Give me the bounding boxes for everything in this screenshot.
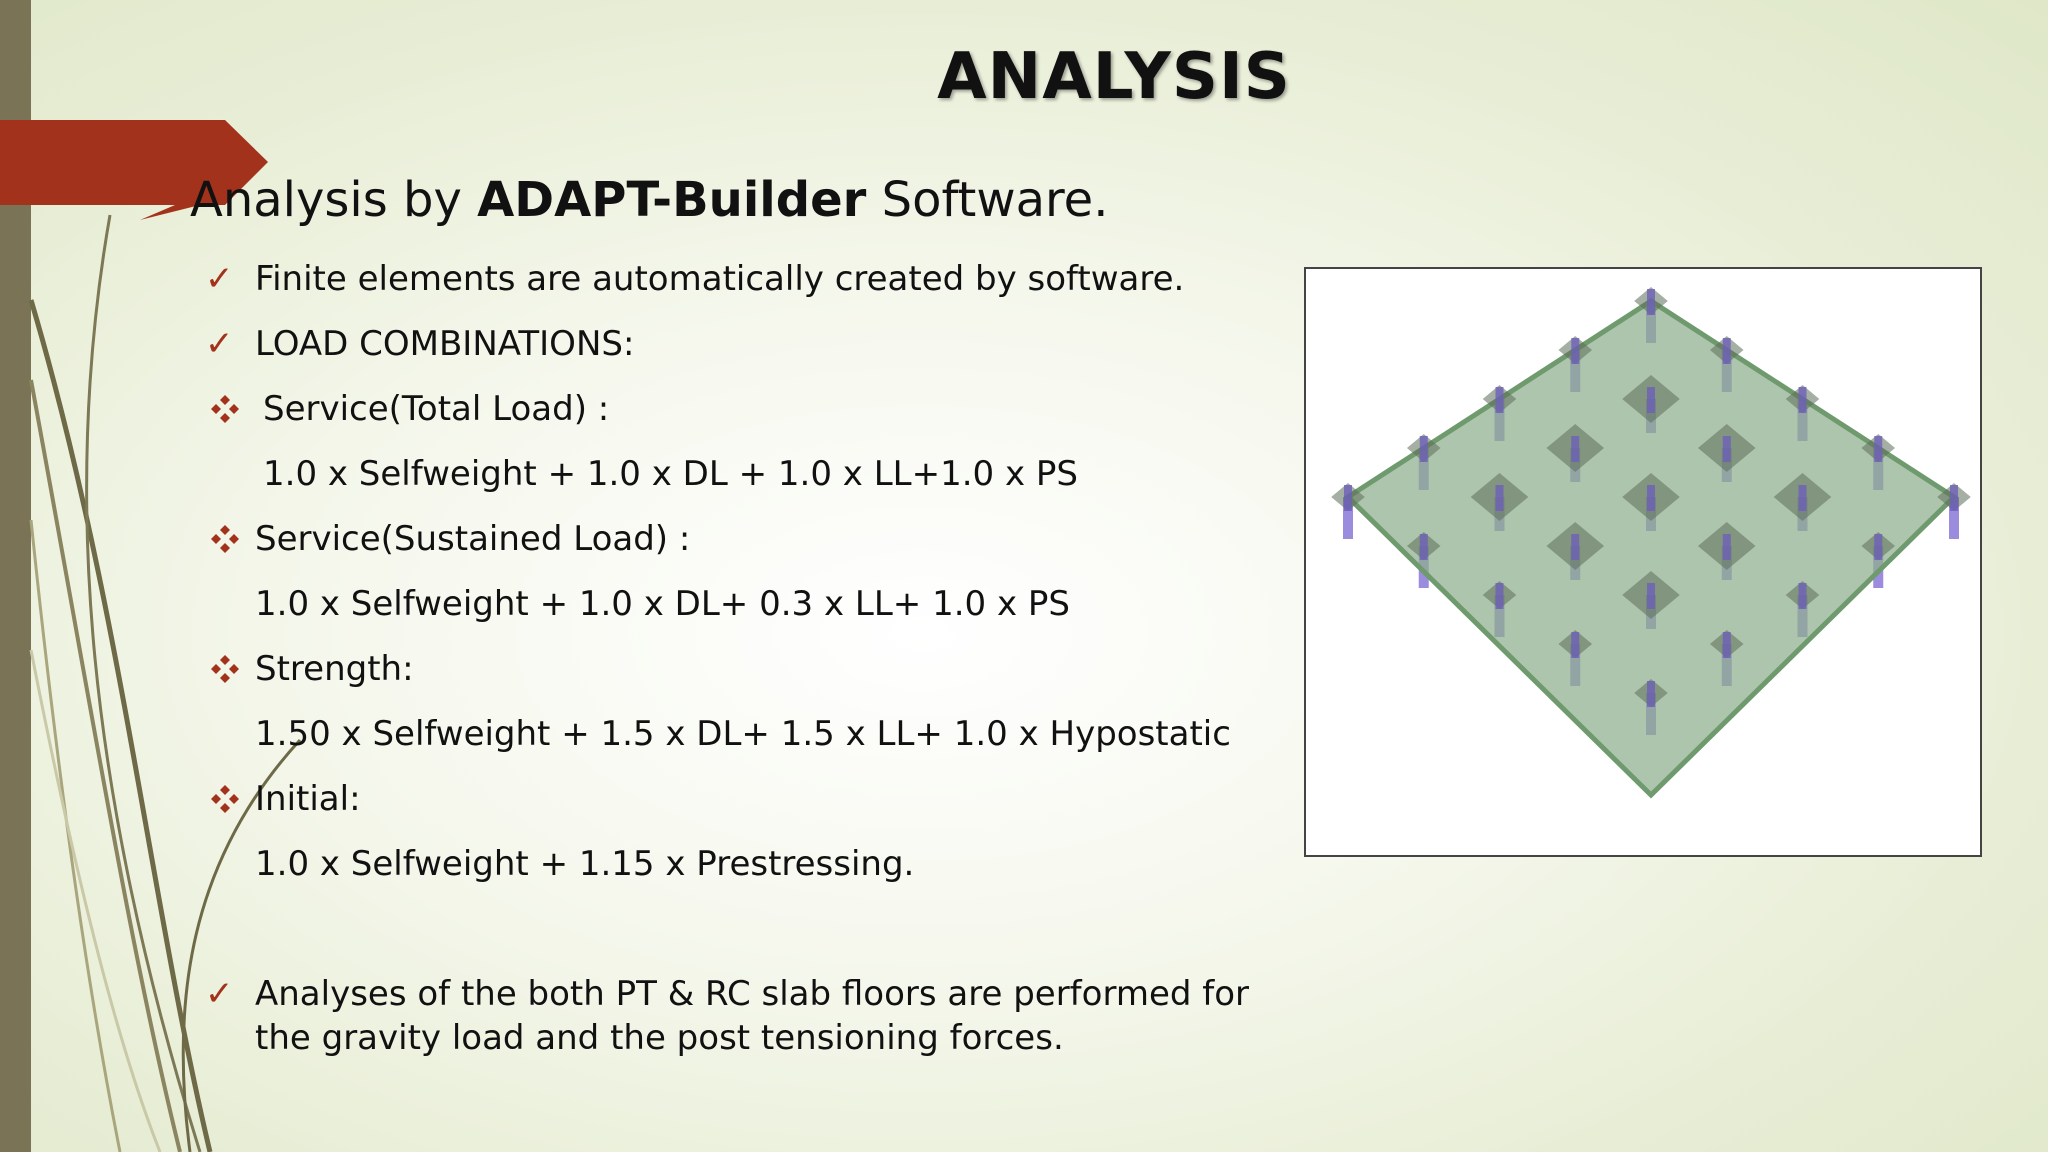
four-diamond-icon xyxy=(211,525,239,553)
column-stub xyxy=(1647,387,1655,413)
slab-model-drawing xyxy=(1331,287,1971,799)
check-icon: ✓ xyxy=(205,324,234,364)
heading-suffix: Software. xyxy=(866,172,1109,228)
list-item-text: the gravity load and the post tensioning… xyxy=(255,1018,1064,1058)
list-item-text: Service(Total Load) : xyxy=(263,389,610,429)
list-item-text: 1.0 x Selfweight + 1.0 x DL + 1.0 x LL+1… xyxy=(263,454,1078,494)
drop-panel-group xyxy=(1331,287,1971,707)
column-stub xyxy=(1874,534,1883,560)
column-stub xyxy=(1495,387,1504,413)
column-stub xyxy=(1798,583,1807,609)
slide-title: ANALYSIS xyxy=(937,40,1291,114)
slide-heading: Analysis by ADAPT-Builder Software. xyxy=(190,172,1108,228)
list-item-text: Service(Sustained Load) : xyxy=(255,519,691,559)
column-stub xyxy=(1419,436,1428,462)
column-stub xyxy=(1647,681,1655,707)
column-stub xyxy=(1798,387,1807,413)
column-stub xyxy=(1874,436,1883,462)
column-stub xyxy=(1647,583,1655,609)
list-item-text: Initial: xyxy=(255,779,361,819)
list-item-text: 1.0 x Selfweight + 1.15 x Prestressing. xyxy=(255,844,915,884)
column-stub xyxy=(1495,583,1504,609)
heading-bold: ADAPT-Builder xyxy=(477,172,867,228)
title-arrow-icon xyxy=(0,120,268,220)
column-post xyxy=(1949,497,1959,539)
column-stub xyxy=(1798,485,1807,511)
list-item-text: 1.50 x Selfweight + 1.5 x DL+ 1.5 x LL+ … xyxy=(255,714,1231,754)
column-stub xyxy=(1571,632,1580,658)
decorative-curves xyxy=(28,214,302,1152)
list-item-text: LOAD COMBINATIONS: xyxy=(255,324,635,364)
check-icon: ✓ xyxy=(205,259,234,299)
four-diamond-icon xyxy=(211,785,239,813)
heading-prefix: Analysis by xyxy=(190,172,478,228)
column-stub xyxy=(1571,338,1580,364)
column-stub xyxy=(1950,485,1958,511)
four-diamond-icon xyxy=(211,395,239,423)
list-item-text: Strength: xyxy=(255,649,414,689)
column-stub xyxy=(1571,436,1580,462)
slab-plate xyxy=(1344,298,1958,799)
check-icon: ✓ xyxy=(205,974,234,1014)
slab-model-figure xyxy=(1304,267,1982,857)
column-stub xyxy=(1722,632,1731,658)
column-stub xyxy=(1495,485,1504,511)
list-item-text: 1.0 x Selfweight + 1.0 x DL+ 0.3 x LL+ 1… xyxy=(255,584,1070,624)
column-stub xyxy=(1647,485,1655,511)
column-stub xyxy=(1722,534,1731,560)
column-stub xyxy=(1722,338,1731,364)
column-stub xyxy=(1344,485,1352,511)
list-item-text: Finite elements are automatically create… xyxy=(255,259,1185,299)
column-stub xyxy=(1571,534,1580,560)
list-item-text: Analyses of the both PT & RC slab floors… xyxy=(255,974,1250,1014)
column-stub xyxy=(1647,289,1655,315)
column-stub xyxy=(1722,436,1731,462)
four-diamond-icon xyxy=(211,655,239,683)
column-post xyxy=(1343,497,1353,539)
column-stub xyxy=(1419,534,1428,560)
